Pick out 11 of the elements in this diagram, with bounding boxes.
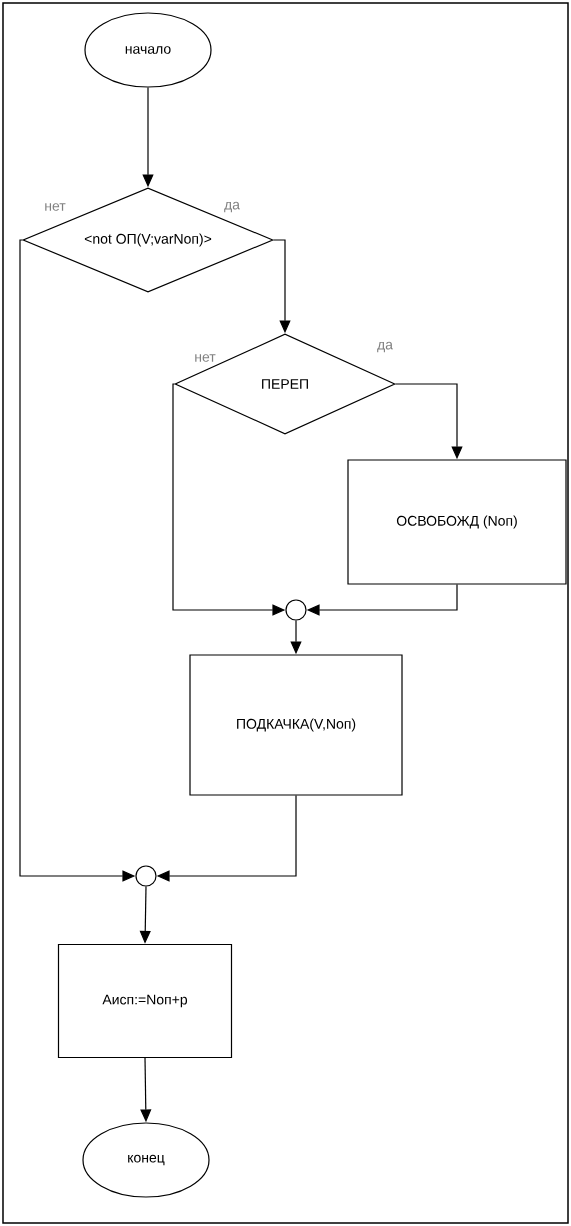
edge-label: да xyxy=(377,341,393,353)
terminal-oval: конец xyxy=(82,1122,210,1198)
junction-circle xyxy=(135,865,157,887)
edge-label: нет xyxy=(45,203,66,211)
junction-circle xyxy=(285,599,307,621)
process-box: ПОДКАЧКА(V,Nоп) xyxy=(189,654,403,796)
terminal-oval: начало xyxy=(84,12,212,88)
process-box: Аисп:=Nоп+р xyxy=(57,943,233,1059)
process-box: ОСВОБОЖД (Nоп) xyxy=(347,459,567,585)
edge-label: нет xyxy=(195,354,216,362)
edge-label: да xyxy=(224,201,240,213)
